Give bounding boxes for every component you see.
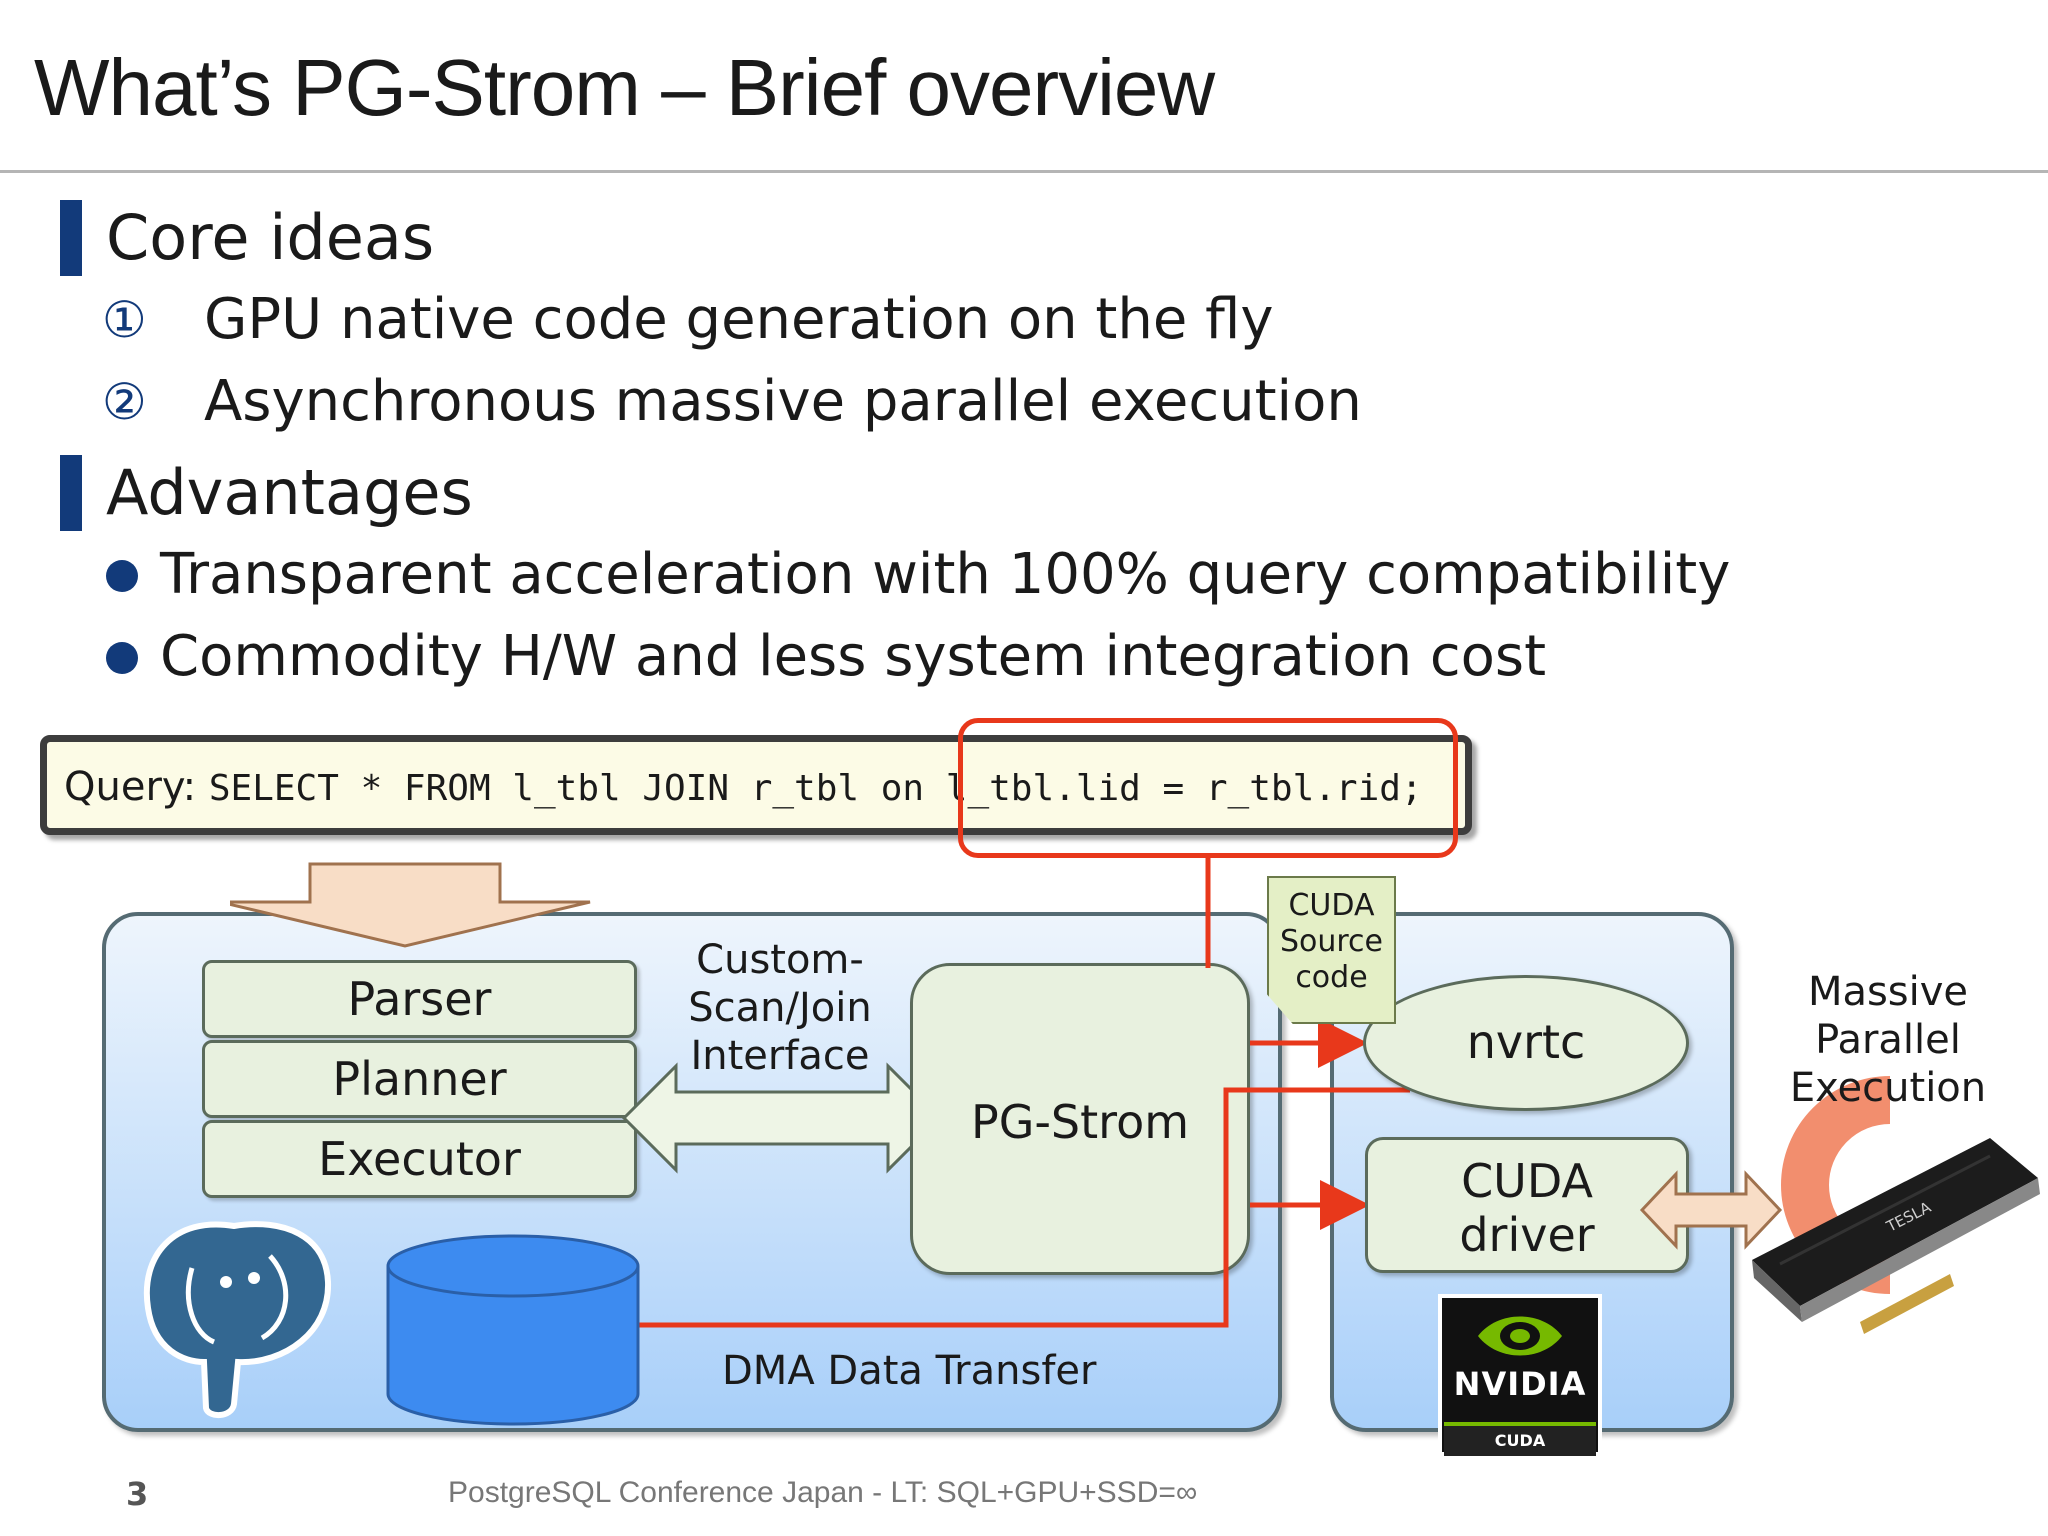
query-label: Query: xyxy=(64,764,197,810)
cuda-source-line: code xyxy=(1295,960,1368,995)
slide-title: What’s PG-Strom – Brief overview xyxy=(34,43,1215,132)
cuda-driver-line: driver xyxy=(1459,1208,1595,1262)
planner-box: Planner xyxy=(202,1040,637,1118)
advantages-heading: Advantages xyxy=(106,456,473,529)
cuda-source-note: CUDA Source code xyxy=(1267,876,1396,1024)
query-join-condition: l_tbl.lid = r_tbl.rid; xyxy=(945,768,1423,809)
interface-label-line: Scan/Join xyxy=(688,985,872,1031)
cuda-source-line: CUDA xyxy=(1288,888,1375,923)
cuda-badge: CUDA xyxy=(1444,1422,1596,1456)
advantage-item: Transparent acceleration with 100% query… xyxy=(160,542,1731,607)
interface-label-line: Custom- xyxy=(696,937,864,983)
core-idea-item: Asynchronous massive parallel execution xyxy=(204,369,1362,434)
circled-number-1: ① xyxy=(102,291,147,349)
heading-bar xyxy=(60,200,82,276)
nvrtc-ellipse: nvrtc xyxy=(1363,975,1689,1111)
title-divider xyxy=(0,170,2048,173)
massive-parallel-label: Massive Parallel Execution xyxy=(1770,968,2006,1112)
query-code: SELECT * FROM l_tbl JOIN r_tbl on xyxy=(208,768,946,809)
core-idea-item: GPU native code generation on the fly xyxy=(204,287,1274,352)
interface-label: Custom- Scan/Join Interface xyxy=(660,936,900,1080)
advantage-item: Commodity H/W and less system integratio… xyxy=(160,624,1547,689)
interface-label-line: Interface xyxy=(690,1033,870,1079)
postgresql-elephant-icon xyxy=(143,1221,332,1418)
tesla-gpu-icon: TESLA xyxy=(1752,1076,2040,1334)
bullet-dot xyxy=(106,560,138,592)
parser-box: Parser xyxy=(202,960,637,1038)
bullet-dot xyxy=(106,642,138,674)
pg-strom-box: PG-Strom xyxy=(910,963,1250,1275)
page-number: 3 xyxy=(126,1475,149,1513)
core-ideas-heading: Core ideas xyxy=(106,201,435,274)
nvidia-eye-icon xyxy=(1478,1316,1562,1356)
cuda-source-line: Source xyxy=(1279,924,1384,959)
query-box xyxy=(40,735,1472,835)
heading-bar xyxy=(60,455,82,531)
cuda-driver-line: CUDA xyxy=(1461,1154,1593,1208)
query-line: Query: SELECT * FROM l_tbl JOIN r_tbl on… xyxy=(64,755,1423,819)
nvidia-wordmark: NVIDIA xyxy=(1453,1365,1587,1403)
double-arrow-shape xyxy=(621,1062,940,1174)
footer-text: PostgreSQL Conference Japan - LT: SQL+GP… xyxy=(448,1476,1198,1509)
executor-box: Executor xyxy=(202,1120,637,1198)
massive-label-line: Parallel xyxy=(1815,1017,1961,1063)
database-cylinder-icon xyxy=(386,1234,640,1426)
join-condition-highlight xyxy=(958,718,1458,858)
cuda-driver-box: CUDA driver xyxy=(1365,1137,1689,1273)
down-arrow-shape xyxy=(230,862,591,948)
driver-gpu-arrow xyxy=(1639,1170,1783,1250)
massive-label-line: Massive xyxy=(1807,969,1969,1015)
massive-label-line: Execution xyxy=(1789,1065,1987,1111)
circled-number-2: ② xyxy=(102,373,147,431)
dma-label: DMA Data Transfer xyxy=(722,1348,1097,1394)
